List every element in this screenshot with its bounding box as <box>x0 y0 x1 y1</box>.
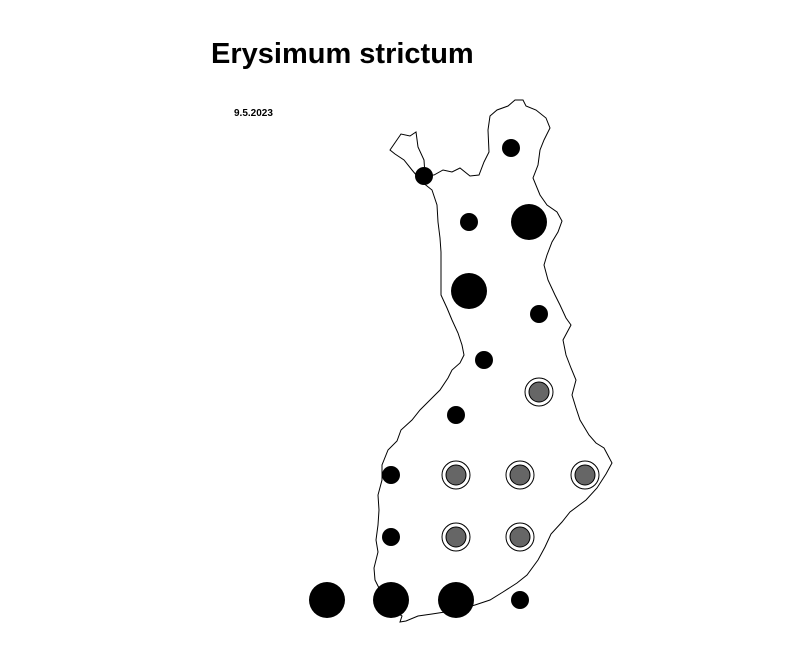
marker-dot-grey <box>509 464 531 486</box>
occurrence-marker <box>441 460 471 490</box>
occurrence-marker <box>451 273 487 309</box>
marker-dot-solid <box>460 213 478 231</box>
marker-dot-solid <box>511 591 529 609</box>
markers-layer <box>309 139 600 618</box>
finland-outline <box>373 99 613 623</box>
occurrence-marker <box>382 466 400 484</box>
map-date: 9.5.2023 <box>234 108 273 119</box>
occurrence-marker <box>438 582 474 618</box>
map-title: Erysimum strictum <box>211 38 474 70</box>
occurrence-marker <box>460 213 478 231</box>
occurrence-marker <box>475 351 493 369</box>
marker-dot-solid <box>415 167 433 185</box>
occurrence-marker <box>505 522 535 552</box>
occurrence-marker <box>511 204 547 240</box>
marker-dot-grey <box>445 526 467 548</box>
occurrence-marker <box>373 582 409 618</box>
occurrence-marker <box>441 522 471 552</box>
marker-dot-grey <box>528 381 550 403</box>
marker-dot-solid <box>451 273 487 309</box>
marker-dot-solid <box>382 466 400 484</box>
occurrence-marker <box>511 591 529 609</box>
occurrence-marker <box>505 460 535 490</box>
occurrence-marker <box>502 139 520 157</box>
occurrence-marker <box>382 528 400 546</box>
marker-dot-grey <box>574 464 596 486</box>
marker-dot-grey <box>509 526 531 548</box>
marker-dot-solid <box>373 582 409 618</box>
marker-dot-solid <box>382 528 400 546</box>
occurrence-marker <box>524 377 554 407</box>
occurrence-marker <box>530 305 548 323</box>
occurrence-marker <box>447 406 465 424</box>
marker-dot-solid <box>511 204 547 240</box>
marker-dot-solid <box>502 139 520 157</box>
marker-dot-solid <box>530 305 548 323</box>
occurrence-marker <box>570 460 600 490</box>
marker-dot-solid <box>447 406 465 424</box>
marker-dot-solid <box>475 351 493 369</box>
marker-dot-solid <box>309 582 345 618</box>
marker-dot-solid <box>438 582 474 618</box>
occurrence-marker <box>309 582 345 618</box>
marker-dot-grey <box>445 464 467 486</box>
occurrence-marker <box>415 167 433 185</box>
